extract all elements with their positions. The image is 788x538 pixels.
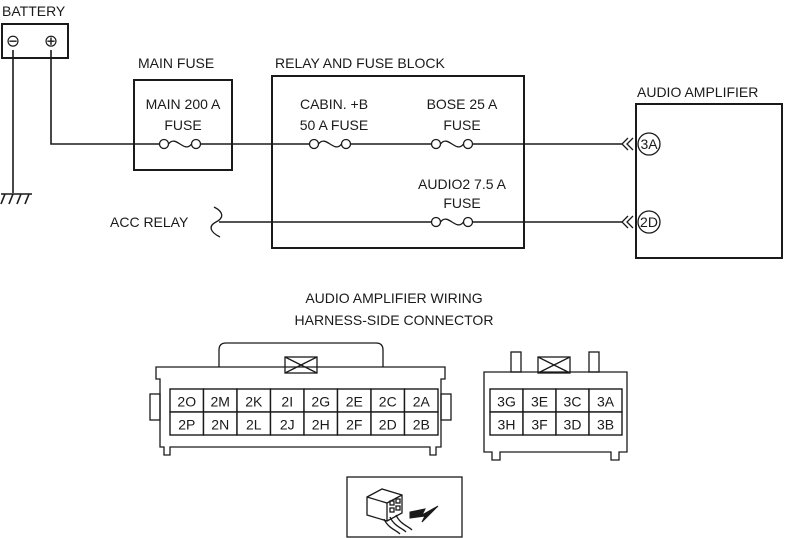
bose-fuse-line2: FUSE bbox=[443, 117, 480, 133]
connector-2-pins: 2O 2M 2K 2I 2G 2E 2C 2A 2P 2N 2L 2J 2H 2F 2D 2B bbox=[169, 388, 439, 436]
pin-label: 2P bbox=[178, 417, 195, 433]
pin-label: 2J bbox=[280, 417, 295, 433]
audio2-fuse-line2: FUSE bbox=[443, 195, 480, 211]
acc-relay: ACC RELAY bbox=[110, 206, 272, 238]
amplifier-title: AUDIO AMPLIFIER bbox=[637, 84, 758, 100]
connector-title-line2: HARNESS-SIDE CONNECTOR bbox=[295, 312, 494, 328]
pin-label: 3F bbox=[531, 417, 547, 433]
pin-label: 2C bbox=[379, 394, 397, 410]
battery: BATTERY ⊖ ⊕ bbox=[1, 3, 69, 59]
pin-label: 3E bbox=[531, 394, 548, 410]
battery-label: BATTERY bbox=[2, 3, 66, 19]
connector-title-line1: AUDIO AMPLIFIER WIRING bbox=[305, 290, 482, 306]
main-fuse-line1: MAIN 200 A bbox=[146, 96, 221, 112]
lock-mark-icon bbox=[537, 356, 571, 374]
pin-label: 2D bbox=[379, 417, 397, 433]
relay-fuse-block: RELAY AND FUSE BLOCK CABIN. +B 50 A FUSE… bbox=[271, 55, 525, 249]
battery-plus-icon: ⊕ bbox=[44, 32, 58, 51]
main-fuse-box bbox=[133, 79, 233, 171]
bose-fuse-line1: BOSE 25 A bbox=[427, 96, 498, 112]
bose-fuse-icon bbox=[430, 138, 524, 150]
wire-break-icon bbox=[210, 206, 223, 238]
pin-label: 3G bbox=[497, 394, 516, 410]
pin-label: 2M bbox=[211, 394, 230, 410]
connector-3-body bbox=[483, 351, 628, 461]
pin-cell bbox=[403, 411, 439, 436]
acc-relay-label: ACC RELAY bbox=[110, 214, 189, 230]
audio2-fuse-line1: AUDIO2 7.5 A bbox=[418, 176, 507, 192]
pin-label: 2O bbox=[177, 394, 196, 410]
relay-block-box bbox=[271, 75, 525, 249]
pin-label: 2N bbox=[211, 417, 229, 433]
cabin-fuse-line2: 50 A FUSE bbox=[300, 117, 368, 133]
main-fuse-line2: FUSE bbox=[164, 117, 201, 133]
pin-label: 2K bbox=[245, 394, 263, 410]
battery-positive-wire bbox=[50, 58, 134, 145]
pin-3a-label: 3A bbox=[640, 136, 658, 152]
amplifier-box bbox=[635, 103, 783, 259]
cabin-fuse-line1: CABIN. +B bbox=[300, 96, 368, 112]
main-fuse-title: MAIN FUSE bbox=[138, 55, 214, 71]
pin-label: 3C bbox=[564, 394, 582, 410]
pin-label: 2A bbox=[413, 394, 431, 410]
pin-label: 3H bbox=[498, 417, 516, 433]
lock-mark-icon bbox=[284, 356, 318, 374]
audio2-fuse-icon bbox=[272, 216, 524, 228]
battery-box bbox=[1, 23, 69, 59]
pin-3a-connector-icon bbox=[621, 132, 661, 156]
pin-label: 2B bbox=[413, 417, 430, 433]
pin-2d-label: 2D bbox=[640, 214, 658, 230]
connector-3-pins: 3G 3E 3C 3A 3H 3F 3D 3B bbox=[489, 388, 623, 436]
relay-block-title: RELAY AND FUSE BLOCK bbox=[275, 55, 446, 71]
pin-label: 2I bbox=[281, 394, 293, 410]
pin-label: 2E bbox=[346, 394, 363, 410]
ground bbox=[0, 58, 32, 205]
battery-minus-icon: ⊖ bbox=[6, 32, 20, 51]
pin-label: 2H bbox=[312, 417, 330, 433]
pin-2d-connector-icon bbox=[621, 210, 661, 234]
pin-cell bbox=[588, 411, 623, 436]
cabin-fuse-icon bbox=[272, 138, 432, 150]
pin-label: 3B bbox=[597, 417, 614, 433]
audio-amplifier: AUDIO AMPLIFIER 3A 2D bbox=[621, 84, 783, 259]
main-fuse: MAIN FUSE MAIN 200 A FUSE bbox=[133, 55, 233, 171]
pin-label: 2F bbox=[346, 417, 362, 433]
connector-view-icon bbox=[346, 476, 463, 538]
ground-icon bbox=[0, 193, 32, 205]
pin-label: 3D bbox=[564, 417, 582, 433]
connector-2-body bbox=[149, 342, 452, 456]
pin-label: 2G bbox=[311, 394, 330, 410]
main-fuse-icon bbox=[134, 138, 232, 150]
pin-label: 2L bbox=[246, 417, 262, 433]
pin-label: 3A bbox=[597, 394, 615, 410]
